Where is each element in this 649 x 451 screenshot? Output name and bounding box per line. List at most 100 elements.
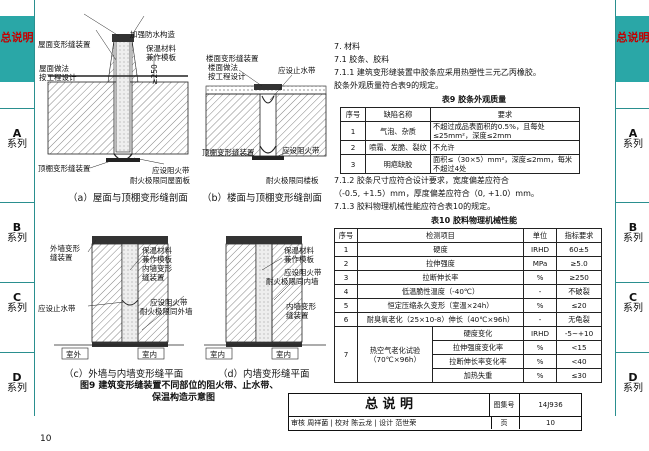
table-cell: - — [523, 312, 557, 327]
table9-header: 要求 — [430, 107, 580, 122]
para-7-1-1-a: 7.1.1 建筑变形缝装置中胶条应采用热塑性三元乙丙橡胶。 — [334, 68, 541, 77]
table-cell: 不允许 — [430, 140, 580, 155]
atlas-no-label: 图集号 — [489, 394, 520, 417]
label-a-formwork: 兼作模板 — [146, 53, 176, 62]
table-cell: IRHD — [523, 242, 557, 257]
label-d-fire-rating: 耐火极限同内墙 — [266, 277, 319, 286]
table-cell: 6 — [334, 312, 358, 327]
label-c-interior-joint-device: 缝装置 — [142, 273, 165, 282]
table-cell: 拉断伸长率变化率 — [432, 354, 524, 369]
tab-general-notes-left[interactable]: 总说明 — [0, 16, 34, 82]
table-cell: 硬度变化 — [432, 326, 524, 341]
materials-text: 7. 材料 7.1 胶条、胶料 7.1.1 建筑变形缝装置中胶条应采用热塑性三元… — [334, 40, 614, 383]
table-cell: 3 — [334, 270, 358, 285]
table-cell: 4 — [334, 284, 358, 299]
label-d-interior-joint-device: 缝装置 — [286, 311, 309, 320]
table-cell: 无龟裂 — [556, 312, 602, 327]
label-c-formwork: 兼作模板 — [142, 255, 172, 264]
table-cell: % — [523, 340, 557, 355]
table10-header: 单位 — [523, 228, 557, 243]
title-block: 总 说 明 图集号 14J936 审核 周祥菌 | 校对 陈云龙 | 设计 范世… — [288, 393, 582, 431]
label-b-fire-rating: 耐火极限同楼板 — [266, 176, 319, 185]
table-cell: ≤20 — [556, 298, 602, 313]
tab-general-notes-right[interactable]: 总说明 — [616, 16, 649, 82]
table-cell: 3 — [340, 154, 366, 174]
table-cell: 喷霜、发脆、裂纹 — [365, 140, 431, 155]
table-cell: 不破裂 — [556, 284, 602, 299]
label-d-insulation: 保温材料 — [284, 246, 314, 255]
table-row: 拉断伸长率变化率%<40 — [335, 354, 602, 369]
label-c-exterior-joint: 外墙变形 — [50, 244, 80, 253]
table-row: 1 气泡、杂质 不超过成品表面积的0.5%，且每处≤25mm²，深度≤2mm — [340, 121, 580, 141]
drawing-sheet: 屋面变形缝装置 屋面做法 按工程设计 加强防水构造 保温材料 兼作模板 ≥250… — [34, 0, 615, 416]
table-cell: IRHD — [523, 326, 557, 341]
label-b-waterstop: 应设止水带 — [278, 66, 316, 75]
table-row: 加热失重%≤30 — [335, 368, 602, 383]
table-cell: 低温脆性温度（-40℃） — [357, 284, 524, 299]
table-cell: 恒定压缩永久变形（室温×24h） — [357, 298, 524, 313]
label-a-per-design: 按工程设计 — [39, 73, 77, 82]
label-c-fire-barrier: 应设阻火带 — [150, 298, 188, 307]
table-cell: 5 — [334, 298, 358, 313]
table9-caption: 表9 胶条外观质量 — [441, 95, 507, 104]
table-cell: 拉断伸长率 — [357, 270, 524, 285]
table-cell: ≥5.0 — [556, 256, 602, 271]
sheet-page-no: 10 — [546, 419, 555, 427]
table-cell: ≤30 — [556, 368, 602, 383]
label-c-outdoor: 室外 — [66, 350, 81, 359]
figure-caption-line2: 保温构造示意图 — [152, 393, 216, 403]
table-cell: - — [523, 284, 557, 299]
table-cell: 2 — [334, 256, 358, 271]
caption-c: （c）外墙与内墙变形缝平面 — [64, 369, 184, 380]
label-c-indoor: 室内 — [142, 350, 157, 359]
table-row: 7 热空气老化试验（70℃×96h） 硬度变化 IRHD -5~+10 — [334, 326, 602, 383]
table-cell: 耐臭氧老化（25×10-8）伸长（40℃×96h） — [357, 312, 524, 327]
page-label: 页 — [489, 417, 520, 429]
label-d-interior-joint: 内墙变形 — [286, 302, 316, 311]
label-d-indoor-left: 室内 — [210, 350, 225, 359]
label-a-ceiling-joint-device: 顶棚变形缝装置 — [38, 164, 91, 173]
table9-header: 序号 — [340, 107, 366, 122]
drawing-c-wall-plan — [54, 236, 184, 360]
table-cell: 硬度 — [357, 242, 524, 257]
table-cell: MPa — [523, 256, 557, 271]
table-cell: ≥250 — [556, 270, 602, 285]
label-c-exterior-joint-device: 缝装置 — [50, 253, 73, 262]
label-a-fire-rating: 耐火极限同屋面板 — [130, 176, 190, 185]
label-b-floor-finish: 楼面做法 — [208, 63, 238, 72]
label-b-floor-joint-device: 楼面变形缝装置 — [206, 54, 259, 63]
table-cell: 1 — [334, 242, 358, 257]
para-7-1-2-a: 7.1.2 胶条尺寸应符合设计要求，宽度偏差应符合 — [334, 176, 509, 185]
signature-row: 审核 周祥菌 | 校对 陈云龙 | 设计 范世荣 — [289, 417, 492, 429]
label-a-reinforced-waterproof: 加强防水构造 — [130, 30, 175, 39]
label-c-waterstop: 应设止水带 — [38, 304, 76, 313]
label-d-fire-barrier: 应设阻火带 — [284, 268, 322, 277]
label-d-indoor-right: 室内 — [276, 350, 291, 359]
label-b-per-design: 按工程设计 — [208, 72, 246, 81]
table-cell: <40 — [556, 354, 602, 369]
table-row: 2 喷霜、发脆、裂纹 不允许 — [340, 140, 580, 155]
figure-caption-line1: 图9 建筑变形缝装置不同部位的阻火带、止水带、 — [80, 381, 279, 391]
table-cell: % — [523, 270, 557, 285]
table9: 序号 缺陷名称 要求 1 气泡、杂质 不超过成品表面积的0.5%，且每处≤25m… — [340, 107, 580, 174]
table9-header: 缺陷名称 — [365, 107, 431, 122]
atlas-no: 14J936 — [520, 394, 581, 417]
drawing-a-roof-section — [47, 34, 189, 162]
drawing-b-floor-section — [205, 84, 327, 160]
table-row: 拉伸强度变化率%<15 — [335, 340, 602, 355]
